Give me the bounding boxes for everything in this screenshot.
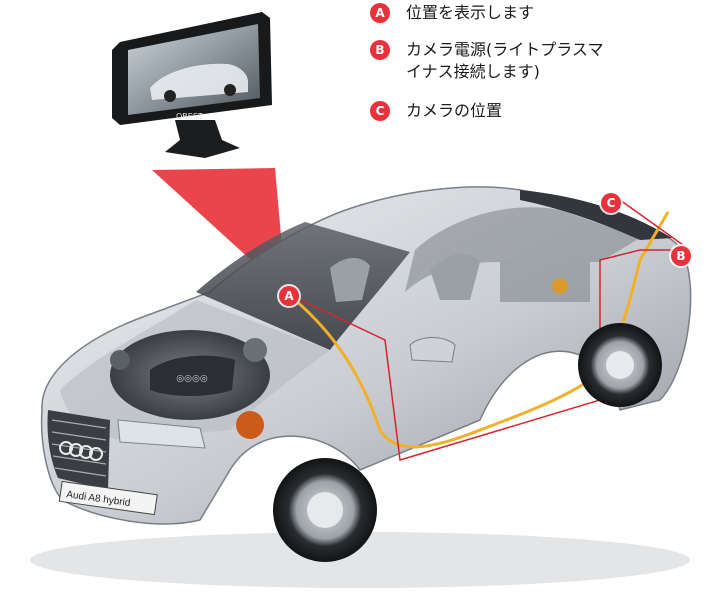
headlight	[117, 419, 206, 449]
side-windows	[405, 207, 640, 292]
license-plate	[58, 480, 158, 516]
front-wheel	[273, 458, 377, 562]
marker-a: A	[279, 286, 299, 306]
marker-c: C	[601, 193, 621, 213]
marker-b: B	[671, 246, 691, 266]
svg-text:◎◎◎◎: ◎◎◎◎	[176, 374, 208, 384]
monitor-stand	[165, 120, 240, 158]
legend-item-c: C カメラの位置	[370, 100, 666, 122]
engine: ◎◎◎◎	[110, 330, 270, 439]
legend-item-b: B カメラ電源(ライトプラスマ イナス接続します)	[370, 39, 666, 83]
monitor	[112, 12, 272, 158]
legend-text-b: カメラ電源(ライトプラスマ イナス接続します)	[406, 40, 604, 81]
legend-text-a: 位置を表示します	[406, 3, 535, 22]
rear-wheel	[578, 323, 662, 407]
grille	[47, 410, 110, 490]
monitor-brand-logo: OBEST	[176, 112, 203, 121]
audi-rings-icon	[59, 441, 103, 461]
legend-badge-b: B	[370, 40, 390, 60]
legend-item-a: A 位置を表示します	[370, 2, 666, 24]
marker-a-label: A	[284, 289, 294, 303]
windshield	[196, 222, 410, 350]
legend-badge-c: C	[370, 101, 390, 121]
rear-window	[520, 190, 672, 240]
marker-b-label: B	[676, 249, 686, 263]
legend-text-c: カメラの位置	[406, 101, 503, 120]
legend-badge-a: A	[370, 3, 390, 23]
car-body: ◎◎◎◎	[30, 186, 693, 588]
monitor-screen-car	[150, 63, 248, 100]
marker-c-label: C	[606, 196, 616, 210]
